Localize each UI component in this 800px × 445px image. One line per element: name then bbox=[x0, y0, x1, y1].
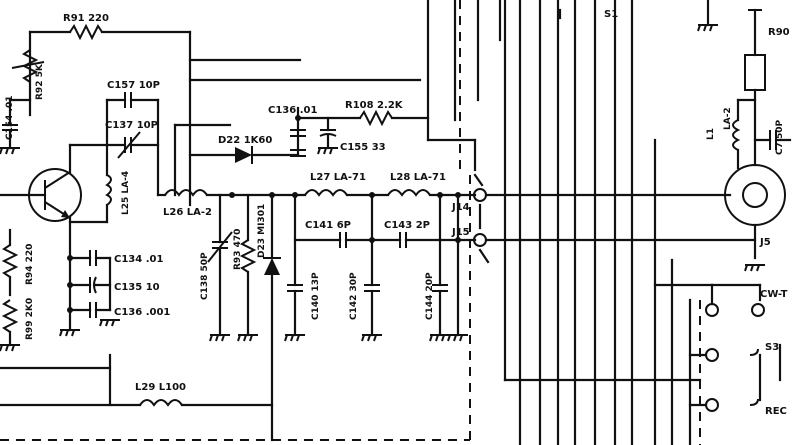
label-la2: LA-2 bbox=[723, 107, 733, 130]
label-c7: C7 50P bbox=[775, 119, 785, 155]
emitter-network bbox=[59, 250, 112, 337]
jacks-j14-j15 bbox=[473, 138, 757, 264]
shield-boundary bbox=[0, 0, 701, 445]
c157-c137 bbox=[105, 92, 160, 197]
label-r93: R93 470 bbox=[233, 229, 243, 270]
label-c140: C140 13P bbox=[311, 272, 321, 320]
label-c138: C138 50P bbox=[200, 252, 210, 300]
label-c135: C135 10 bbox=[114, 282, 160, 293]
bus-lines bbox=[426, 0, 702, 445]
ground-symbols bbox=[0, 24, 765, 352]
label-c157: C157 10P bbox=[107, 80, 160, 91]
label-r91: R91 220 bbox=[63, 13, 109, 24]
r94-r99 bbox=[1, 228, 19, 347]
label-c134: C134 .01 bbox=[114, 254, 163, 265]
c138-r93-d23 bbox=[207, 193, 281, 442]
label-s3: S3 bbox=[765, 342, 779, 353]
label-l25: L25 LA-4 bbox=[121, 171, 131, 215]
label-rec: REC bbox=[765, 406, 787, 417]
label-c143: C143 2P bbox=[384, 220, 430, 231]
l29-line bbox=[0, 353, 274, 407]
label-r94: R94 220 bbox=[25, 244, 35, 285]
label-l26: L26 LA-2 bbox=[163, 207, 212, 218]
label-c155: C155 33 bbox=[340, 142, 386, 153]
main-signal-line bbox=[156, 189, 477, 198]
label-r92: R92 5K bbox=[35, 63, 45, 100]
label-c144: C144 20P bbox=[425, 272, 435, 320]
label-r108: R108 2.2K bbox=[345, 100, 404, 111]
label-d23: D23 MI301 bbox=[257, 204, 267, 258]
label-cwt: CW-T bbox=[760, 289, 788, 300]
label-c142: C142 30P bbox=[349, 272, 359, 320]
label-l29: L29 L100 bbox=[135, 382, 186, 393]
label-j5: J5 bbox=[759, 237, 771, 248]
label-c141: C141 6P bbox=[305, 220, 351, 231]
label-j15: J15 bbox=[451, 227, 470, 238]
component-labels: R91 220 R92 5K C154 .01 C157 10P C137 10… bbox=[5, 9, 790, 417]
label-c137: C137 10P bbox=[105, 120, 158, 131]
d22-r108-network bbox=[173, 106, 430, 197]
label-j14: J14 bbox=[451, 202, 470, 213]
label-d22: D22 1K60 bbox=[218, 135, 272, 146]
label-l1: L1 bbox=[706, 128, 716, 140]
label-l27: L27 LA-71 bbox=[310, 172, 366, 183]
l25-coil bbox=[68, 174, 112, 224]
label-c154: C154 .01 bbox=[5, 96, 15, 140]
label-c136: C136 .01 bbox=[268, 105, 317, 116]
label-l28: L28 LA-71 bbox=[390, 172, 446, 183]
label-r90: R90 bbox=[768, 27, 790, 38]
filter-network bbox=[287, 193, 477, 337]
label-s1: S1 bbox=[604, 9, 618, 20]
antenna-connector bbox=[706, 0, 792, 260]
r91-r92-network bbox=[11, 23, 422, 207]
c154 bbox=[0, 98, 32, 155]
label-c136b: C136 .001 bbox=[114, 307, 170, 318]
switches bbox=[653, 283, 782, 412]
label-r99: R99 2K0 bbox=[25, 298, 35, 340]
